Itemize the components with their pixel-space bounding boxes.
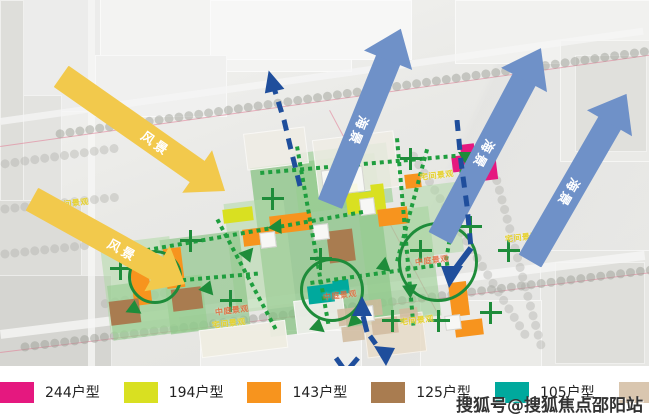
legend-bar: 244户型 194户型 143户型 125户型 105户型 88户型: [0, 366, 649, 418]
courtyard-circle: [128, 250, 182, 304]
legend-item[interactable]: 194户型: [123, 381, 248, 403]
legend-label: 125户型: [416, 385, 471, 401]
courtyard-circle: [300, 258, 364, 322]
legend-swatch-194: [123, 381, 158, 403]
legend-swatch-244: [0, 381, 34, 403]
legend-item[interactable]: 125户型: [371, 381, 495, 403]
legend-item[interactable]: 105户型: [494, 381, 619, 403]
tree-marker: [480, 302, 502, 324]
legend-swatch-105: [494, 381, 529, 403]
tree-marker: [400, 148, 422, 170]
tree-marker: [428, 310, 450, 332]
tree-marker: [180, 230, 202, 252]
legend-label: 194户型: [168, 385, 224, 401]
legend-swatch-143: [247, 381, 282, 403]
legend-label: 143户型: [292, 385, 348, 401]
tree-marker: [460, 216, 482, 238]
tree-marker: [220, 290, 242, 312]
legend-item[interactable]: 143户型: [247, 381, 371, 403]
legend-label: 244户型: [45, 385, 100, 401]
watermark: 搜狐号@搜狐焦点邵阳站: [456, 396, 643, 416]
legend-swatch-88: [618, 381, 649, 403]
site-plan: [99, 126, 540, 365]
tree-marker: [382, 310, 404, 332]
legend-swatch-125: [371, 381, 406, 403]
legend-item[interactable]: 244户型: [0, 381, 124, 403]
legend-item[interactable]: 88户型: [618, 381, 649, 403]
tree-marker: [110, 258, 132, 280]
legend-label: 105户型: [539, 385, 595, 401]
tree-marker: [262, 188, 284, 210]
tree-marker: [498, 240, 520, 262]
